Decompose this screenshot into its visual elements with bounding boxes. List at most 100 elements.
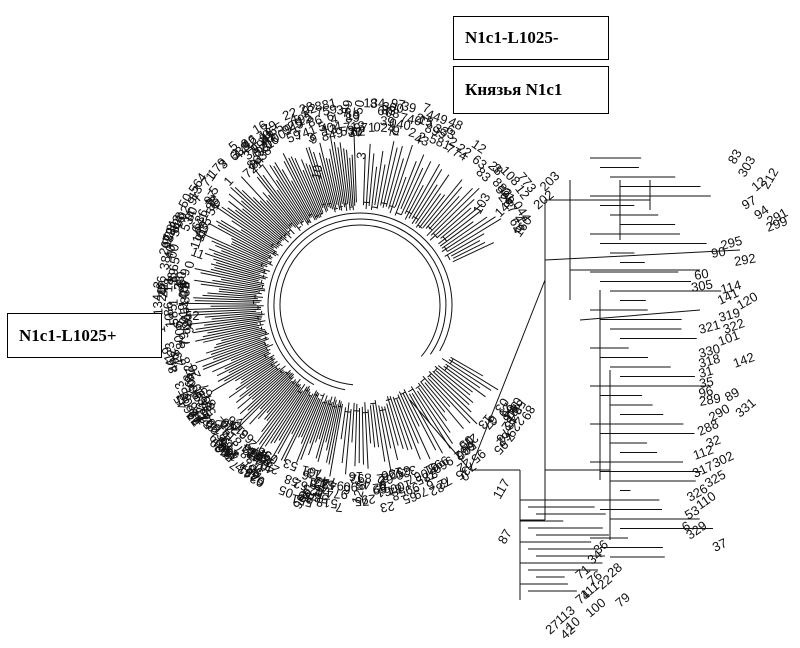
top-clade-branch: [404, 184, 424, 220]
bottom-clade-glyph: 61: [422, 459, 442, 479]
top-clade-branch: [451, 240, 481, 257]
top-clade-branch: [394, 176, 407, 207]
bottom-clade-glyph: 513: [312, 475, 336, 493]
left-clade-branch: [202, 324, 264, 338]
left-clade-glyph: 76: [302, 486, 319, 504]
left-clade-branch: [221, 278, 261, 288]
left-clade-branch: [300, 398, 321, 444]
left-clade-glyph: 37: [347, 124, 362, 140]
left-clade-branch: [283, 391, 319, 462]
right-leaf-label: 32: [704, 432, 723, 451]
left-clade-branch: [234, 209, 283, 247]
bottom-leaf-label: 79: [612, 590, 633, 611]
right-leaf-label: 37: [710, 535, 729, 555]
top-clade-branch: [374, 151, 384, 206]
top-clade-glyph: 895: [423, 120, 449, 142]
left-clade-glyph: 988: [159, 226, 179, 251]
left-clade-glyph: 86: [160, 301, 176, 316]
bottom-clade-branch: [374, 400, 386, 462]
left-leaf-label: 99: [290, 491, 310, 511]
left-clade-glyph: 79: [175, 331, 193, 349]
left-clade-glyph: 55: [192, 219, 211, 238]
bottom-clade-glyph: 74: [321, 473, 337, 490]
left-clade-branch: [193, 297, 262, 302]
left-clade-glyph: 41: [258, 127, 278, 147]
left-clade-branch: [329, 148, 343, 211]
left-clade-glyph: 08: [179, 371, 199, 391]
right-leaf-label: 322: [721, 315, 747, 337]
left-clade-branch: [256, 176, 301, 232]
left-clade-branch: [212, 279, 266, 290]
left-clade-branch: [261, 383, 300, 433]
left-clade-glyph: 9: [308, 131, 319, 147]
left-clade-branch: [210, 337, 261, 355]
left-clade-branch: [200, 283, 258, 293]
left-clade-branch: [239, 371, 287, 415]
right-leaf-label: 299: [764, 213, 790, 235]
top-clade-branch: [430, 187, 480, 236]
left-clade-branch: [220, 219, 279, 256]
left-clade-glyph: 971: [353, 120, 375, 136]
left-clade-glyph: 4: [176, 281, 192, 290]
bottom-clade-glyph: 8: [391, 488, 401, 504]
bottom-clade-branch: [416, 390, 454, 444]
top-clade-glyph: 2: [407, 124, 418, 140]
left-clade-branch: [214, 331, 268, 349]
bottom-clade-glyph: 22: [454, 455, 474, 476]
left-clade-glyph: 0: [314, 484, 324, 500]
left-clade-glyph: 28: [167, 348, 186, 366]
top-clade-glyph: 22: [454, 140, 474, 160]
left-clade-glyph: 82: [298, 489, 316, 507]
left-clade-glyph: 42: [244, 446, 264, 466]
top-clade-glyph: 2: [416, 129, 428, 146]
left-clade-branch: [205, 333, 270, 354]
top-clade-glyph: 2: [414, 110, 425, 126]
left-clade-branch: [208, 222, 273, 259]
top-clade-branch: [422, 179, 463, 229]
right-leaf-label: 90: [710, 244, 727, 261]
left-clade-branch: [230, 243, 272, 264]
top-clade-glyph: 8: [370, 96, 378, 111]
bottom-leaf-label: 117: [490, 476, 513, 501]
left-clade-branch: [210, 354, 275, 393]
top-clade-branch: [363, 154, 366, 206]
left-clade-glyph: 4: [329, 111, 339, 127]
label-box-l1025-positive: N1c1-L1025+: [7, 313, 162, 358]
left-clade-connector: [259, 321, 262, 326]
left-clade-glyph: 06: [170, 320, 187, 337]
left-clade-glyph: 80: [181, 204, 201, 224]
left-clade-branch: [241, 189, 292, 239]
bottom-clade-connector: [420, 378, 426, 383]
right-leaf-label: 321: [697, 317, 722, 337]
bottom-clade-branch: [367, 409, 372, 444]
left-clade-glyph: 423: [301, 481, 325, 500]
left-clade-glyph: 52: [192, 402, 213, 423]
top-clade-glyph: 48: [446, 114, 466, 134]
left-clade-branch: [298, 392, 320, 438]
bottom-clade-glyph: 45: [356, 477, 371, 493]
left-clade-branch: [276, 189, 304, 226]
left-clade-glyph: 98: [244, 461, 264, 481]
left-clade-branch: [308, 146, 329, 208]
left-clade-branch: [294, 157, 322, 218]
bottom-clade-glyph: 2: [376, 471, 385, 487]
bottom-clade-glyph: 79: [411, 484, 430, 503]
left-clade-branch: [291, 180, 313, 218]
top-clade-branch: [436, 207, 472, 239]
left-clade-glyph: 38: [156, 254, 173, 271]
top-clade-branch: [385, 145, 403, 207]
left-clade-branch: [195, 326, 260, 342]
left-clade-branch: [216, 220, 277, 257]
bottom-clade-glyph: 652: [388, 462, 413, 483]
left-clade-glyph: 00: [164, 242, 182, 260]
left-clade-glyph: 48: [185, 406, 206, 427]
left-clade-branch: [203, 327, 262, 343]
top-clade-branch: [441, 216, 488, 249]
left-clade-glyph: 23: [161, 340, 179, 358]
left-clade-glyph: 71: [198, 169, 219, 190]
left-clade-glyph: 13: [305, 465, 322, 483]
left-clade-branch: [213, 338, 270, 360]
left-clade-glyph: 741: [293, 122, 319, 144]
right-leaf-label: 142: [731, 349, 757, 371]
right-leaf-label: 289: [698, 390, 722, 409]
